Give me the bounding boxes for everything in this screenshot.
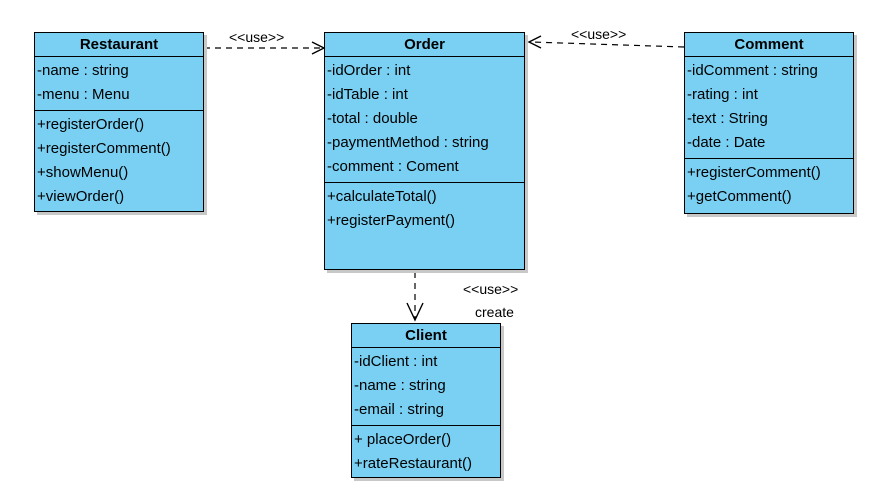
attribute: -idClient : int <box>354 353 438 370</box>
attribute: -total : double <box>327 110 418 127</box>
attribute: -comment : Coment <box>327 158 459 175</box>
operation: +rateRestaurant() <box>354 455 472 472</box>
operation: +showMenu() <box>37 164 129 181</box>
dependency-order-client[interactable] <box>406 272 424 322</box>
operation: +getComment() <box>687 188 792 205</box>
operation: +viewOrder() <box>37 188 125 205</box>
class-client[interactable]: Client -idClient : int -name : string -e… <box>351 323 501 478</box>
class-order-operations: +calculateTotal() +registerPayment() <box>325 183 524 235</box>
class-comment[interactable]: Comment -idComment : string -rating : in… <box>684 32 854 214</box>
class-comment-attributes: -idComment : string -rating : int -text … <box>685 57 853 159</box>
attribute: -idComment : string <box>687 62 818 79</box>
attribute: -name : string <box>37 62 129 79</box>
comment-order-stereotype: <<use>> <box>571 26 627 42</box>
class-client-attributes: -idClient : int -name : string -email : … <box>352 348 500 426</box>
class-client-name: Client <box>352 324 500 348</box>
operation: +registerComment() <box>687 164 821 181</box>
class-order-name: Order <box>325 33 524 57</box>
class-comment-name: Comment <box>685 33 853 57</box>
order-client-name: create <box>475 304 514 320</box>
order-client-stereotype: <<use>> <box>463 281 519 297</box>
operation: +calculateTotal() <box>327 188 437 205</box>
class-restaurant-attributes: -name : string -menu : Menu <box>35 57 203 111</box>
class-comment-operations: +registerComment() +getComment() <box>685 159 853 211</box>
class-client-operations: + placeOrder() +rateRestaurant() <box>352 426 500 478</box>
operation: +registerPayment() <box>327 212 455 229</box>
class-restaurant[interactable]: Restaurant -name : string -menu : Menu +… <box>34 32 204 212</box>
operation: + placeOrder() <box>354 431 452 448</box>
attribute: -text : String <box>687 110 768 127</box>
class-restaurant-name: Restaurant <box>35 33 203 57</box>
attribute: -name : string <box>354 377 446 394</box>
operation: +registerOrder() <box>37 116 145 133</box>
class-order[interactable]: Order -idOrder : int -idTable : int -tot… <box>324 32 525 270</box>
attribute: -menu : Menu <box>37 86 130 103</box>
attribute: -date : Date <box>687 134 766 151</box>
operation: +registerComment() <box>37 140 171 157</box>
class-order-attributes: -idOrder : int -idTable : int -total : d… <box>325 57 524 183</box>
dependency-comment-order[interactable] <box>527 35 685 49</box>
attribute: -email : string <box>354 401 445 418</box>
restaurant-order-stereotype: <<use>> <box>229 29 285 45</box>
attribute: -rating : int <box>687 86 758 103</box>
attribute: -idOrder : int <box>327 62 411 79</box>
attribute: -paymentMethod : string <box>327 134 489 151</box>
attribute: -idTable : int <box>327 86 408 103</box>
class-restaurant-operations: +registerOrder() +registerComment() +sho… <box>35 111 203 211</box>
